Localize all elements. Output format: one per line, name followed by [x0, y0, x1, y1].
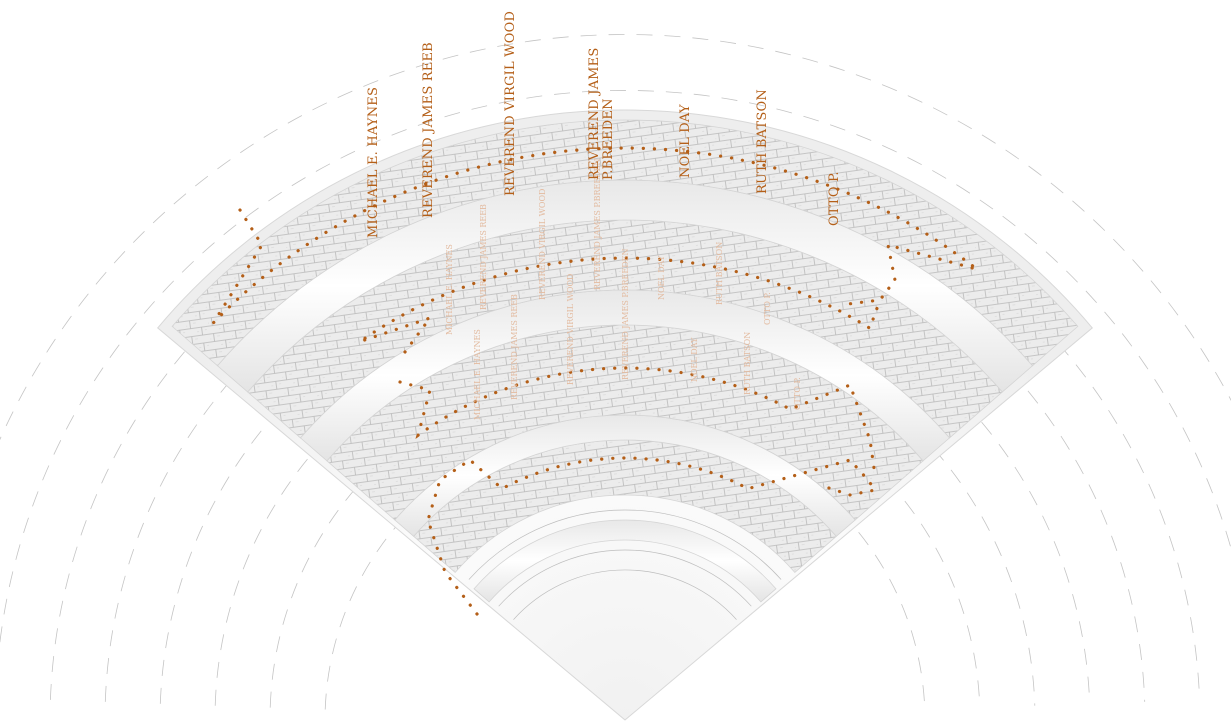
inner-arc-line: [513, 569, 737, 620]
name-label-line: REVEREND JAMES REEB: [421, 42, 436, 218]
procession-path-3: [398, 366, 877, 477]
ghost-label-group: MICHAEL E. HAYNES REVEREND JAMES REEB REVE…: [445, 159, 802, 420]
procession-path-2: [359, 256, 882, 354]
ghost-name-label: REVEREND JAMES P.BREEDEN: [621, 249, 630, 380]
ghost-name-label: REVEREND JAMES P.BREEDEN: [593, 159, 602, 290]
name-label-line: RUTH BATSON: [755, 89, 770, 194]
name-label-line: REVEREND VIRGIL WOOD: [503, 11, 518, 196]
ghost-name-label: NOEL DAY: [690, 337, 699, 382]
name-label-line: P.BREEDEN: [601, 98, 616, 180]
inner-arc-line: [468, 509, 782, 580]
procession-path-inner: [426, 456, 878, 616]
ghost-name-label: NOEL DAY: [657, 255, 666, 300]
dashed-ring: [0, 90, 1231, 646]
ghost-name-label: OTTO P.: [793, 377, 802, 410]
ghost-name-label: REVEREND VIRGIL WOOD: [566, 274, 575, 385]
name-label: REVEREND VIRGIL WOOD: [503, 11, 518, 196]
ghost-name-label: REVEREND JAMES REEB: [510, 294, 519, 400]
ghost-name-label: OTTO P.: [763, 292, 772, 325]
name-label: NOEL DAY: [678, 104, 693, 178]
name-label: REVEREND JAMESP.BREEDEN: [587, 48, 616, 180]
paving-band-4: [171, 119, 1079, 367]
name-label-line: MICHAEL E. HAYNES: [366, 87, 381, 238]
ghost-name-label: MICHAEL E. HAYNES: [473, 329, 482, 420]
ghost-name-label: REVEREND JAMES REEB: [479, 204, 488, 310]
inner-channel: [473, 519, 777, 603]
name-label: MICHAEL E. HAYNES: [366, 87, 381, 238]
dashed-ring: [0, 34, 1231, 441]
procession-paths: [212, 146, 979, 616]
name-label: REVEREND JAMES REEB: [421, 42, 436, 218]
name-label-line: REVEREND JAMES: [587, 48, 602, 180]
ghost-name-label: REVEREND VIRGIL WOOD: [538, 189, 547, 300]
inner-arc-line: [498, 549, 752, 607]
ghost-name-label: RUTH BATSON: [715, 242, 724, 305]
name-label: RUTH BATSON: [755, 89, 770, 194]
ghost-name-label: RUTH BATSON: [743, 332, 752, 395]
name-label-line: NOEL DAY: [678, 104, 693, 178]
name-label-group: MICHAEL E. HAYNES REVEREND JAMES REEB REVE…: [366, 11, 842, 238]
plaza-wedge: [157, 109, 1093, 721]
name-label-line: OTTO P.: [827, 171, 842, 226]
name-label: OTTO P.: [827, 171, 842, 226]
ghost-name-label: MICHAEL E. HAYNES: [445, 244, 454, 335]
